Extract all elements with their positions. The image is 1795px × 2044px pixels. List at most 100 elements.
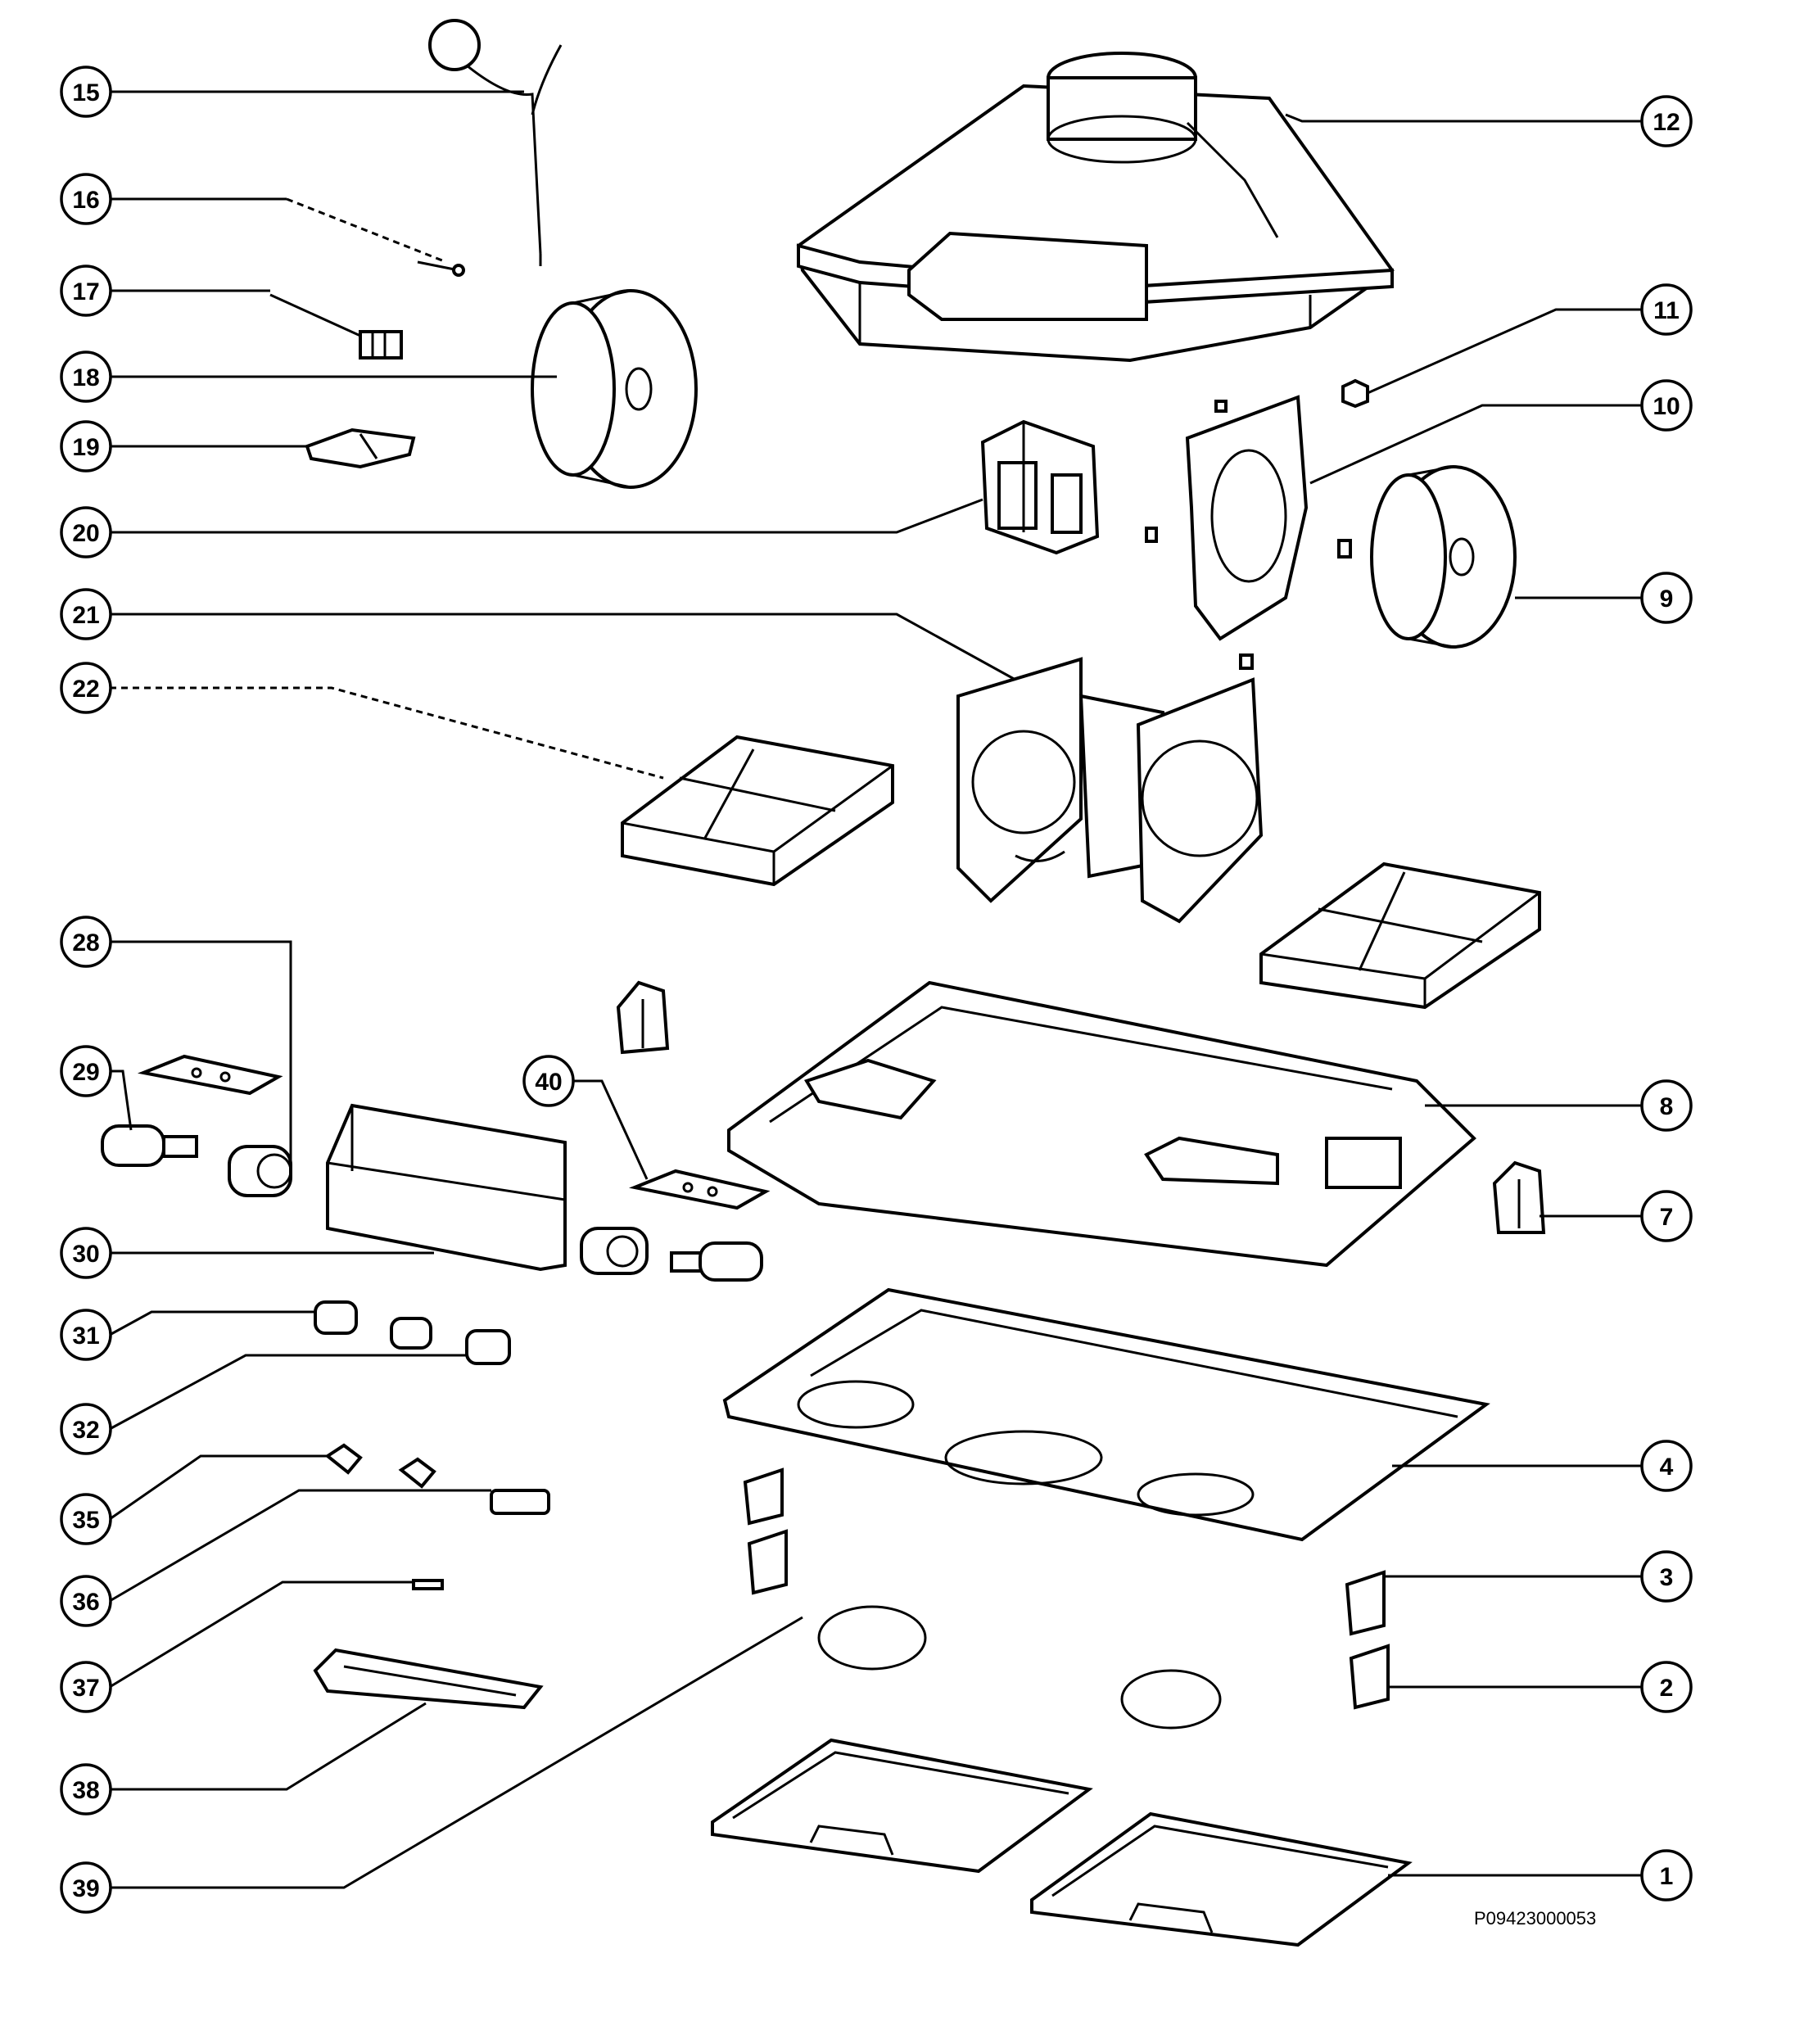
callout-32: 32	[60, 1403, 112, 1455]
callout-3: 3	[1640, 1550, 1693, 1603]
callout-35: 35	[60, 1493, 112, 1545]
callout-30: 30	[60, 1227, 112, 1279]
part-20-motor-capacitor	[980, 419, 1100, 555]
callout-circle	[60, 1575, 112, 1627]
callout-circle	[522, 1055, 575, 1107]
callout-circle	[60, 1227, 112, 1279]
callout-circle	[60, 1763, 112, 1816]
part-31-knob	[314, 1300, 358, 1335]
callout-circle	[60, 916, 112, 968]
part-22-carbon-filter-second	[1259, 861, 1541, 1010]
part-clamp-left-lower	[747, 1529, 788, 1595]
part-1-grease-filter-right	[1030, 1811, 1413, 1947]
part-18-fan-wheel-left	[531, 289, 698, 489]
callout-11: 11	[1640, 283, 1693, 336]
part-37-pin	[412, 1579, 444, 1590]
callout-10: 10	[1640, 379, 1693, 432]
callout-20: 20	[60, 506, 112, 558]
callout-21: 21	[60, 588, 112, 640]
callout-circle	[60, 1309, 112, 1361]
callout-circle	[1640, 1440, 1693, 1492]
part-drawings	[101, 19, 1546, 1947]
callout-label: 35	[72, 1507, 99, 1534]
part-38-tray	[313, 1648, 544, 1710]
callout-label: 12	[1653, 109, 1680, 136]
callout-7: 7	[1640, 1190, 1693, 1242]
callout-22: 22	[60, 662, 112, 714]
callout-circle	[60, 66, 112, 118]
callout-label: 16	[72, 187, 99, 214]
part-seal-ring-second	[1120, 1669, 1222, 1730]
callout-12: 12	[1640, 95, 1693, 147]
callout-19: 19	[60, 420, 112, 473]
callout-36: 36	[60, 1575, 112, 1627]
callout-bubbles: 1516171819202122282930313235363738394012…	[60, 66, 1693, 1914]
callout-label: 9	[1660, 586, 1674, 613]
part-35-clip	[324, 1443, 363, 1475]
part-17-terminal-block	[269, 293, 403, 360]
callout-circle	[1640, 1550, 1693, 1603]
callout-circle	[60, 1861, 112, 1914]
callout-label: 10	[1653, 393, 1680, 420]
callout-circle	[60, 420, 112, 473]
callout-circle	[60, 506, 112, 558]
leader-lines	[109, 90, 1642, 1889]
callout-4: 4	[1640, 1440, 1693, 1492]
callout-label: 7	[1660, 1204, 1674, 1231]
callout-label: 37	[72, 1675, 99, 1702]
callout-39: 39	[60, 1861, 112, 1914]
callout-circle	[60, 350, 112, 403]
callout-label: 22	[72, 676, 99, 703]
part-22-carbon-filter	[621, 735, 894, 887]
part-8-chassis-tray	[727, 980, 1476, 1268]
callout-29: 29	[60, 1045, 112, 1097]
callout-9: 9	[1640, 572, 1693, 624]
callout-label: 21	[72, 602, 99, 629]
callout-2: 2	[1640, 1661, 1693, 1713]
callout-circle	[60, 1493, 112, 1545]
callout-circle	[60, 265, 112, 317]
callout-label: 36	[72, 1589, 99, 1616]
part-21-blower-housing	[956, 657, 1264, 924]
callout-label: 2	[1660, 1675, 1674, 1702]
callout-circle	[1640, 1079, 1693, 1132]
callout-label: 15	[72, 79, 99, 106]
part-10-motor-plate	[1145, 395, 1309, 670]
part-bracket-left	[616, 980, 670, 1055]
part-1-grease-filter-left	[711, 1738, 1093, 1874]
callout-circle	[1640, 95, 1693, 147]
part-lamp-holder-right	[580, 1227, 649, 1275]
callout-28: 28	[60, 916, 112, 968]
callout-31: 31	[60, 1309, 112, 1361]
part-32-knob	[465, 1329, 511, 1365]
callout-1: 1	[1640, 1849, 1693, 1902]
callout-label: 39	[72, 1875, 99, 1902]
callout-circle	[1640, 379, 1693, 432]
callout-label: 4	[1660, 1454, 1674, 1481]
part-7-side-bracket	[1492, 1160, 1546, 1234]
callout-label: 29	[72, 1059, 99, 1086]
callout-label: 28	[72, 929, 99, 956]
callout-circle	[60, 1045, 112, 1097]
callout-circle	[60, 662, 112, 714]
callout-label: 31	[72, 1323, 99, 1350]
callout-label: 38	[72, 1777, 99, 1804]
callout-circle	[1640, 572, 1693, 624]
callout-38: 38	[60, 1763, 112, 1816]
callout-label: 32	[72, 1417, 99, 1444]
callout-label: 18	[72, 364, 99, 391]
callout-circle	[1640, 1190, 1693, 1242]
callout-17: 17	[60, 265, 112, 317]
part-clip-second	[398, 1457, 436, 1489]
callout-circle	[1640, 1849, 1693, 1902]
callout-circle	[60, 588, 112, 640]
part-30-control-box	[326, 1103, 567, 1272]
part-15-power-cable	[428, 19, 563, 266]
callout-circle	[1640, 1661, 1693, 1713]
part-29-lamp	[101, 1124, 198, 1167]
callout-label: 8	[1660, 1093, 1674, 1120]
part-lamp-plate-upper	[137, 1054, 283, 1096]
part-knob-middle	[390, 1317, 432, 1350]
part-40-lamp-plate	[629, 1169, 771, 1210]
part-28-lamp-holder	[228, 1145, 292, 1197]
